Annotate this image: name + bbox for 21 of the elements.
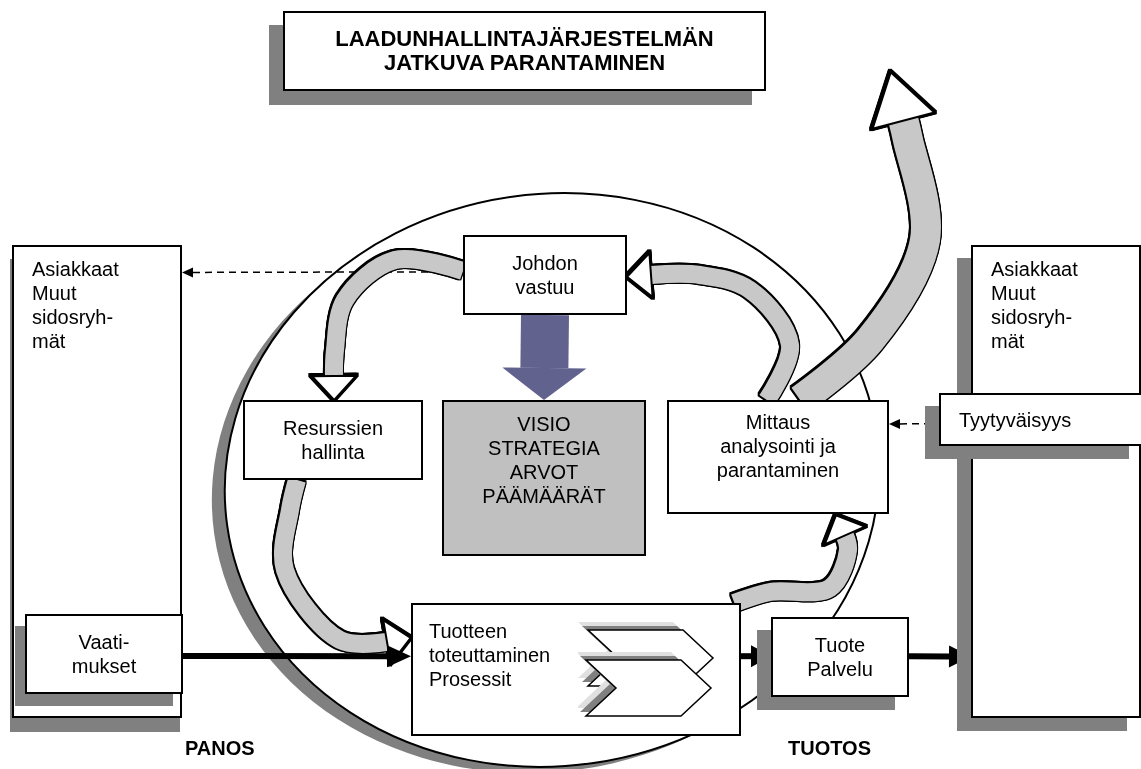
box-text: VISIO STRATEGIA ARVOT PÄÄMÄÄRÄT [482,412,606,508]
section-label: PANOS [185,737,255,760]
box-text: Tuotteen toteuttaminen Prosessit [429,619,551,691]
box-text: Johdon vastuu [512,251,578,299]
curved-block-arrow [731,514,867,612]
process-box [411,603,741,736]
section-label: TUOTOS [788,737,871,760]
vision-box [442,400,646,556]
box-text: Vaati- mukset [71,630,137,678]
curved-block-arrow [310,250,466,401]
arrow [181,645,411,668]
box-text: Asiakkaat Muut sidosryh- mät [32,257,119,353]
box-text: Mittaus analysointi ja parantaminen [715,410,841,482]
box-text: Asiakkaat Muut sidosryh- mät [991,257,1078,353]
heading-text: LAADUNHALLINTAJÄRJESTELMÄN JATKUVA PARANTAMINEN [334,27,715,75]
box-text: Tuote Palvelu [807,633,873,681]
process-box [243,400,423,480]
process-box [463,235,627,315]
box-text: Resurssien hallinta [282,416,383,464]
process-box [667,400,889,514]
box-text: Tyytyväisyys [959,407,1072,432]
